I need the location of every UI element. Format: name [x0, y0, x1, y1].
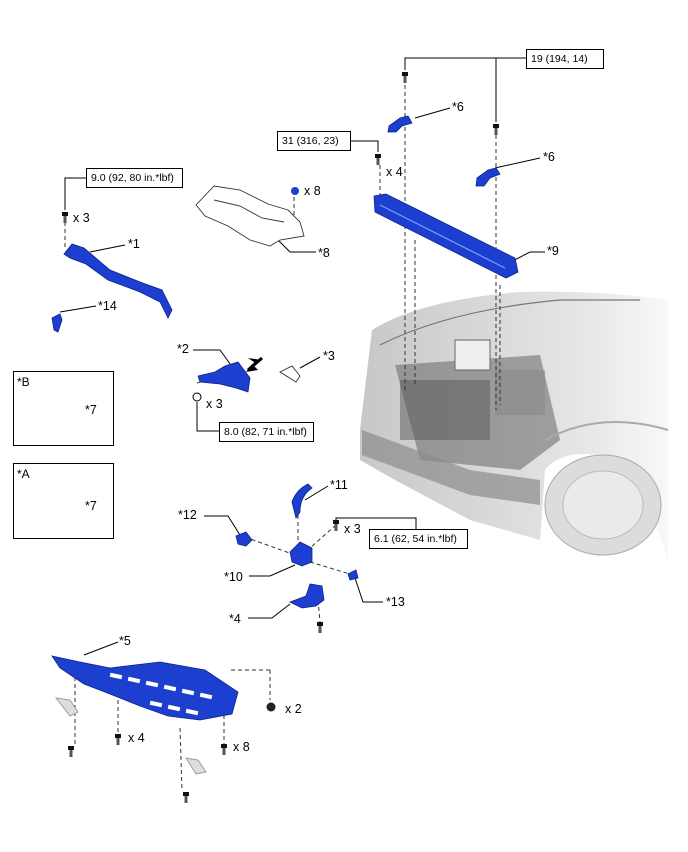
clip-icon: [266, 702, 276, 712]
callout-14: *14: [98, 299, 117, 313]
bolt-icon: [183, 792, 189, 803]
callout-12: *12: [178, 508, 197, 522]
gray-parts: [54, 185, 305, 775]
torque-9-0: 9.0 (92, 80 in.*lbf): [86, 168, 183, 188]
quantity-x2-cover: x 2: [285, 702, 302, 716]
inset-view-b: *B: [13, 371, 114, 446]
quantity-x4-bolt: x 4: [386, 165, 403, 179]
side-cover-1: [63, 243, 173, 319]
quantity-x4-cover: x 4: [128, 731, 145, 745]
bolts: [62, 72, 499, 803]
bolt-icon: [375, 154, 381, 165]
bolt-icon: [402, 72, 408, 83]
bolt-icon: [68, 746, 74, 757]
bracket-4: [289, 583, 325, 609]
quantity-x3-p10: x 3: [344, 522, 361, 536]
callout-7a: *7: [85, 499, 97, 513]
callout-2: *2: [177, 342, 189, 356]
callout-7b: *7: [85, 403, 97, 417]
stay-3: [279, 365, 301, 383]
callout-13: *13: [386, 595, 405, 609]
quantity-x8-clip: x 8: [304, 184, 321, 198]
torque-8-0: 8.0 (82, 71 in.*lbf): [219, 422, 314, 442]
engine-under-cover-5: [51, 655, 239, 721]
callout-8: *8: [318, 246, 330, 260]
callout-5: *5: [119, 634, 131, 648]
hood-lock-2: [197, 361, 251, 393]
bolt-icon: [62, 212, 68, 223]
bolt-icon: [192, 392, 202, 402]
torque-31: 31 (316, 23): [277, 131, 351, 151]
under-cover-slots: [109, 672, 213, 716]
clip-icon: [291, 187, 299, 195]
callout-4: *4: [229, 612, 241, 626]
clip-14: [51, 313, 63, 333]
callout-6a: *6: [452, 100, 464, 114]
part-13: [347, 569, 359, 581]
bracket-6b: [475, 167, 501, 187]
inset-label-b: *B: [17, 375, 30, 389]
quantity-x8-cover: x 8: [233, 740, 250, 754]
torque-6-1: 6.1 (62, 54 in.*lbf): [369, 529, 468, 549]
bolt-icon: [317, 622, 323, 633]
bracket-8: [195, 185, 305, 247]
callout-10: *10: [224, 570, 243, 584]
motor-10: [289, 541, 313, 567]
quantity-x3-p1: x 3: [73, 211, 90, 225]
bracket-6a: [387, 115, 413, 133]
inset-label-a: *A: [17, 467, 30, 481]
vehicle-front-illustration: [360, 291, 669, 560]
bolt-icon: [115, 734, 121, 745]
quantity-x3-p2: x 3: [206, 397, 223, 411]
part-12: [235, 531, 253, 547]
callout-1: *1: [128, 237, 140, 251]
bolt-icon: [333, 520, 339, 531]
callout-11: *11: [330, 478, 348, 492]
callout-9: *9: [547, 244, 559, 258]
hose-11: [291, 483, 313, 519]
bolt-icon: [493, 124, 499, 135]
callout-6b: *6: [543, 150, 555, 164]
bolt-icon: [221, 744, 227, 755]
callout-3: *3: [323, 349, 335, 363]
inset-view-a: *A: [13, 463, 114, 539]
torque-19: 19 (194, 14): [526, 49, 604, 69]
